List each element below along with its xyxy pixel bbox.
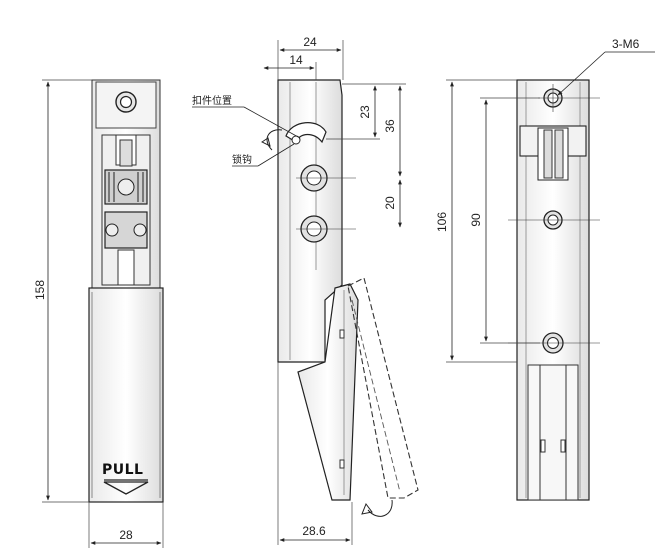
side-lever-open-dashed xyxy=(347,277,419,499)
front-handle xyxy=(88,287,164,503)
front-handle-pull-text: PULL xyxy=(102,462,143,478)
dim-side-pitch: 20 xyxy=(383,196,397,210)
label-catch-position: 扣件位置 xyxy=(192,94,232,107)
dim-front-height: 158 xyxy=(33,280,47,300)
dim-side-top-partial: 14 xyxy=(289,53,303,67)
side-rotation-arrow-bottom-icon xyxy=(367,499,393,517)
dim-side-v1: 23 xyxy=(358,105,372,119)
side-view: 扣件位置 锁钩 24 14 23 36 20 28.6 xyxy=(192,35,419,545)
dim-side-bottom-width: 28.6 xyxy=(302,524,326,538)
front-view: PULL 158 28 xyxy=(33,79,164,548)
label-thread-size: 3-M6 xyxy=(612,37,640,51)
dim-front-width: 28 xyxy=(119,528,133,542)
label-hook: 锁钩 xyxy=(232,153,252,166)
back-lower-channel xyxy=(527,364,579,501)
front-pull-arrow-icon xyxy=(103,481,149,495)
side-rotation-arrow-top-icon xyxy=(266,129,283,151)
dim-back-holes: 90 xyxy=(469,213,483,227)
dim-side-v2: 36 xyxy=(383,119,397,133)
dim-side-top-total: 24 xyxy=(303,35,317,49)
dim-back-overall: 106 xyxy=(435,212,449,232)
back-view: 3-M6 106 90 xyxy=(435,37,655,501)
